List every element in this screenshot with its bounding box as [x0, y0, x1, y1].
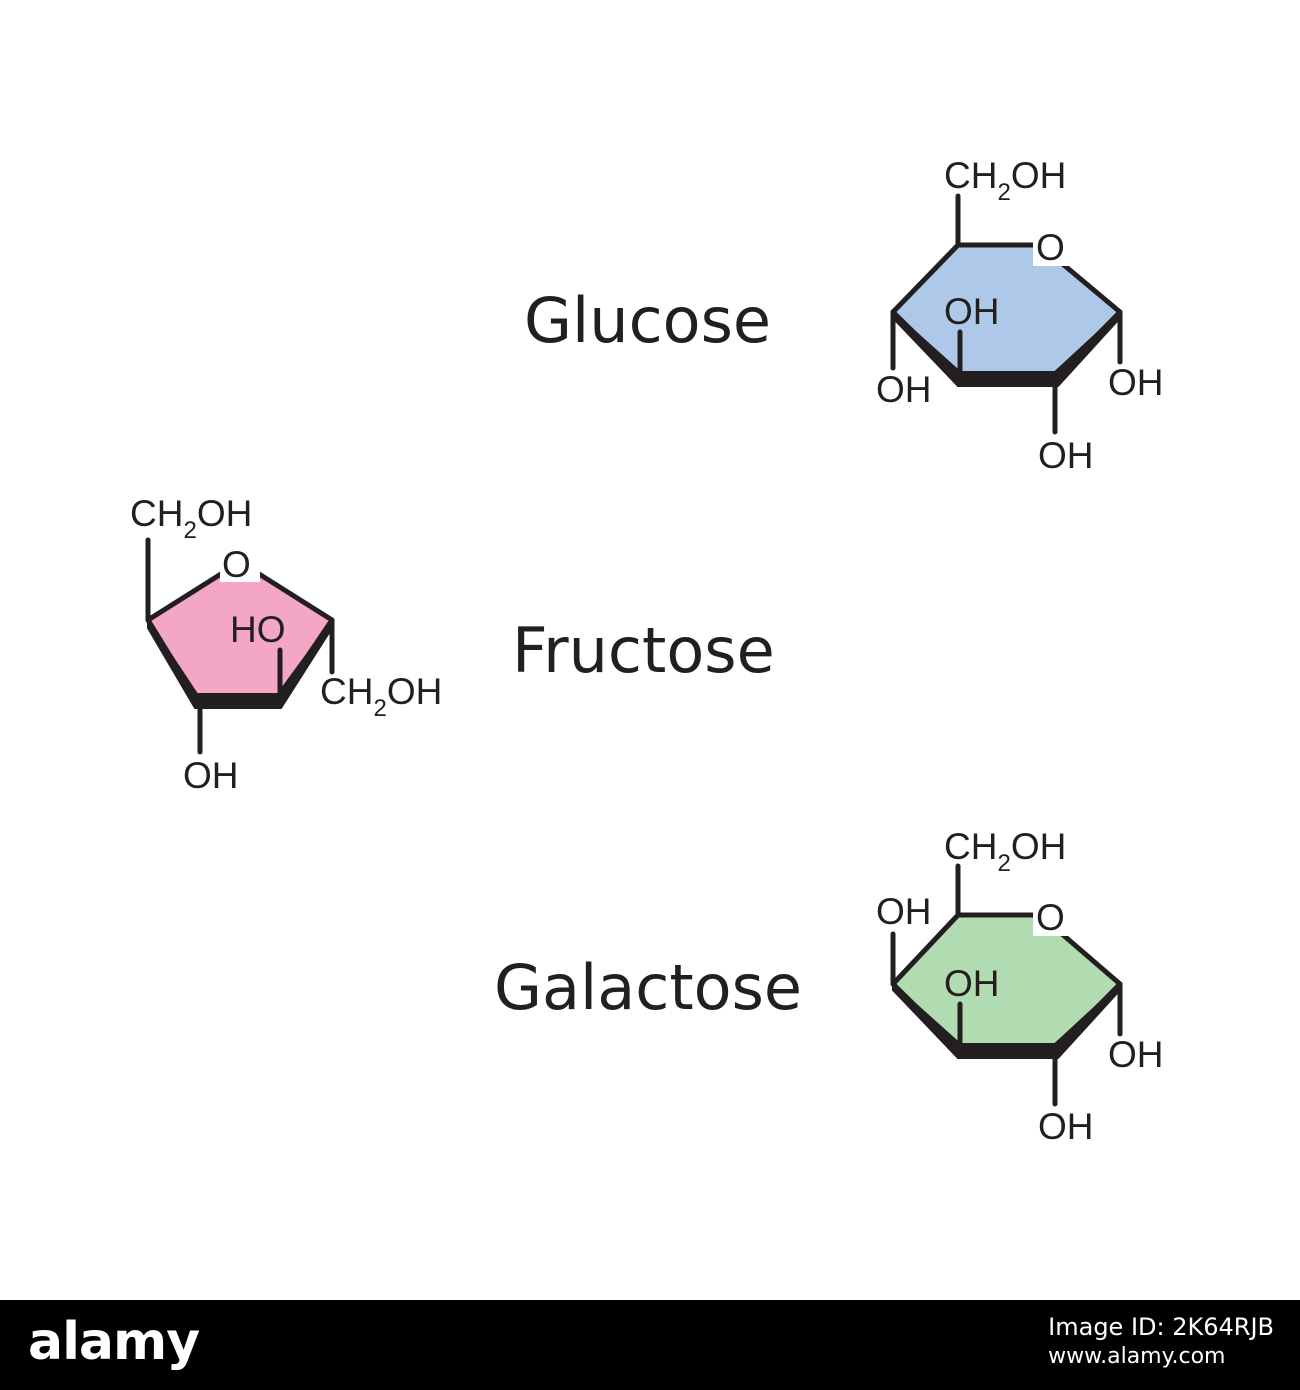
fructose-ch2oh-right-label: CH2OH: [320, 671, 442, 722]
glucose-oh-right: OH: [1108, 362, 1164, 403]
fructose-ch2oh-top-label: CH2OH: [130, 493, 252, 544]
fructose-oxygen-bg: [220, 544, 260, 582]
galactose-name: Galactose: [494, 951, 802, 1024]
fructose-ho-inner: HO: [230, 609, 286, 650]
glucose-oh-left: OH: [876, 369, 932, 410]
galactose-ring-oxygen: O: [1036, 897, 1065, 938]
watermark-footer: alamy Image ID: 2K64RJB www.alamy.com: [0, 1300, 1300, 1390]
alamy-logo: alamy: [28, 1312, 200, 1372]
glucose-structure: Glucose O CH2OH OH OH OH OH: [524, 155, 1164, 476]
galactose-oh-top-left: OH: [876, 891, 932, 932]
glucose-name: Glucose: [524, 284, 771, 357]
glucose-ring-fill: [890, 242, 1123, 381]
image-id-label: Image ID: 2K64RJB: [1048, 1313, 1274, 1341]
fructose-structure: Fructose O CH2OH HO CH2OH OH: [130, 493, 775, 796]
glucose-ring-oxygen: O: [1036, 227, 1065, 268]
galactose-ring-fill: [890, 912, 1123, 1053]
sugar-structures-diagram: Glucose O CH2OH OH OH OH OH Fructose O C…: [130, 155, 1164, 1147]
galactose-oh-bottom: OH: [1038, 1106, 1094, 1147]
fructose-oh-bottom: OH: [183, 755, 239, 796]
fructose-ring-oxygen: O: [222, 544, 251, 585]
galactose-structure: Galactose O CH2OH OH OH OH OH: [494, 826, 1164, 1147]
galactose-oh-right: OH: [1108, 1034, 1164, 1075]
galactose-oxygen-bg: [1033, 896, 1073, 936]
galactose-oh-inner: OH: [944, 963, 1000, 1004]
glucose-oh-inner: OH: [944, 291, 1000, 332]
footer-info: Image ID: 2K64RJB www.alamy.com: [1048, 1312, 1274, 1372]
alamy-url: www.alamy.com: [1048, 1344, 1226, 1369]
fructose-name: Fructose: [512, 614, 775, 687]
galactose-ch2oh-label: CH2OH: [944, 826, 1066, 877]
glucose-ch2oh-label: CH2OH: [944, 155, 1066, 206]
glucose-oh-bottom: OH: [1038, 435, 1094, 476]
glucose-oxygen-bg: [1033, 226, 1073, 266]
